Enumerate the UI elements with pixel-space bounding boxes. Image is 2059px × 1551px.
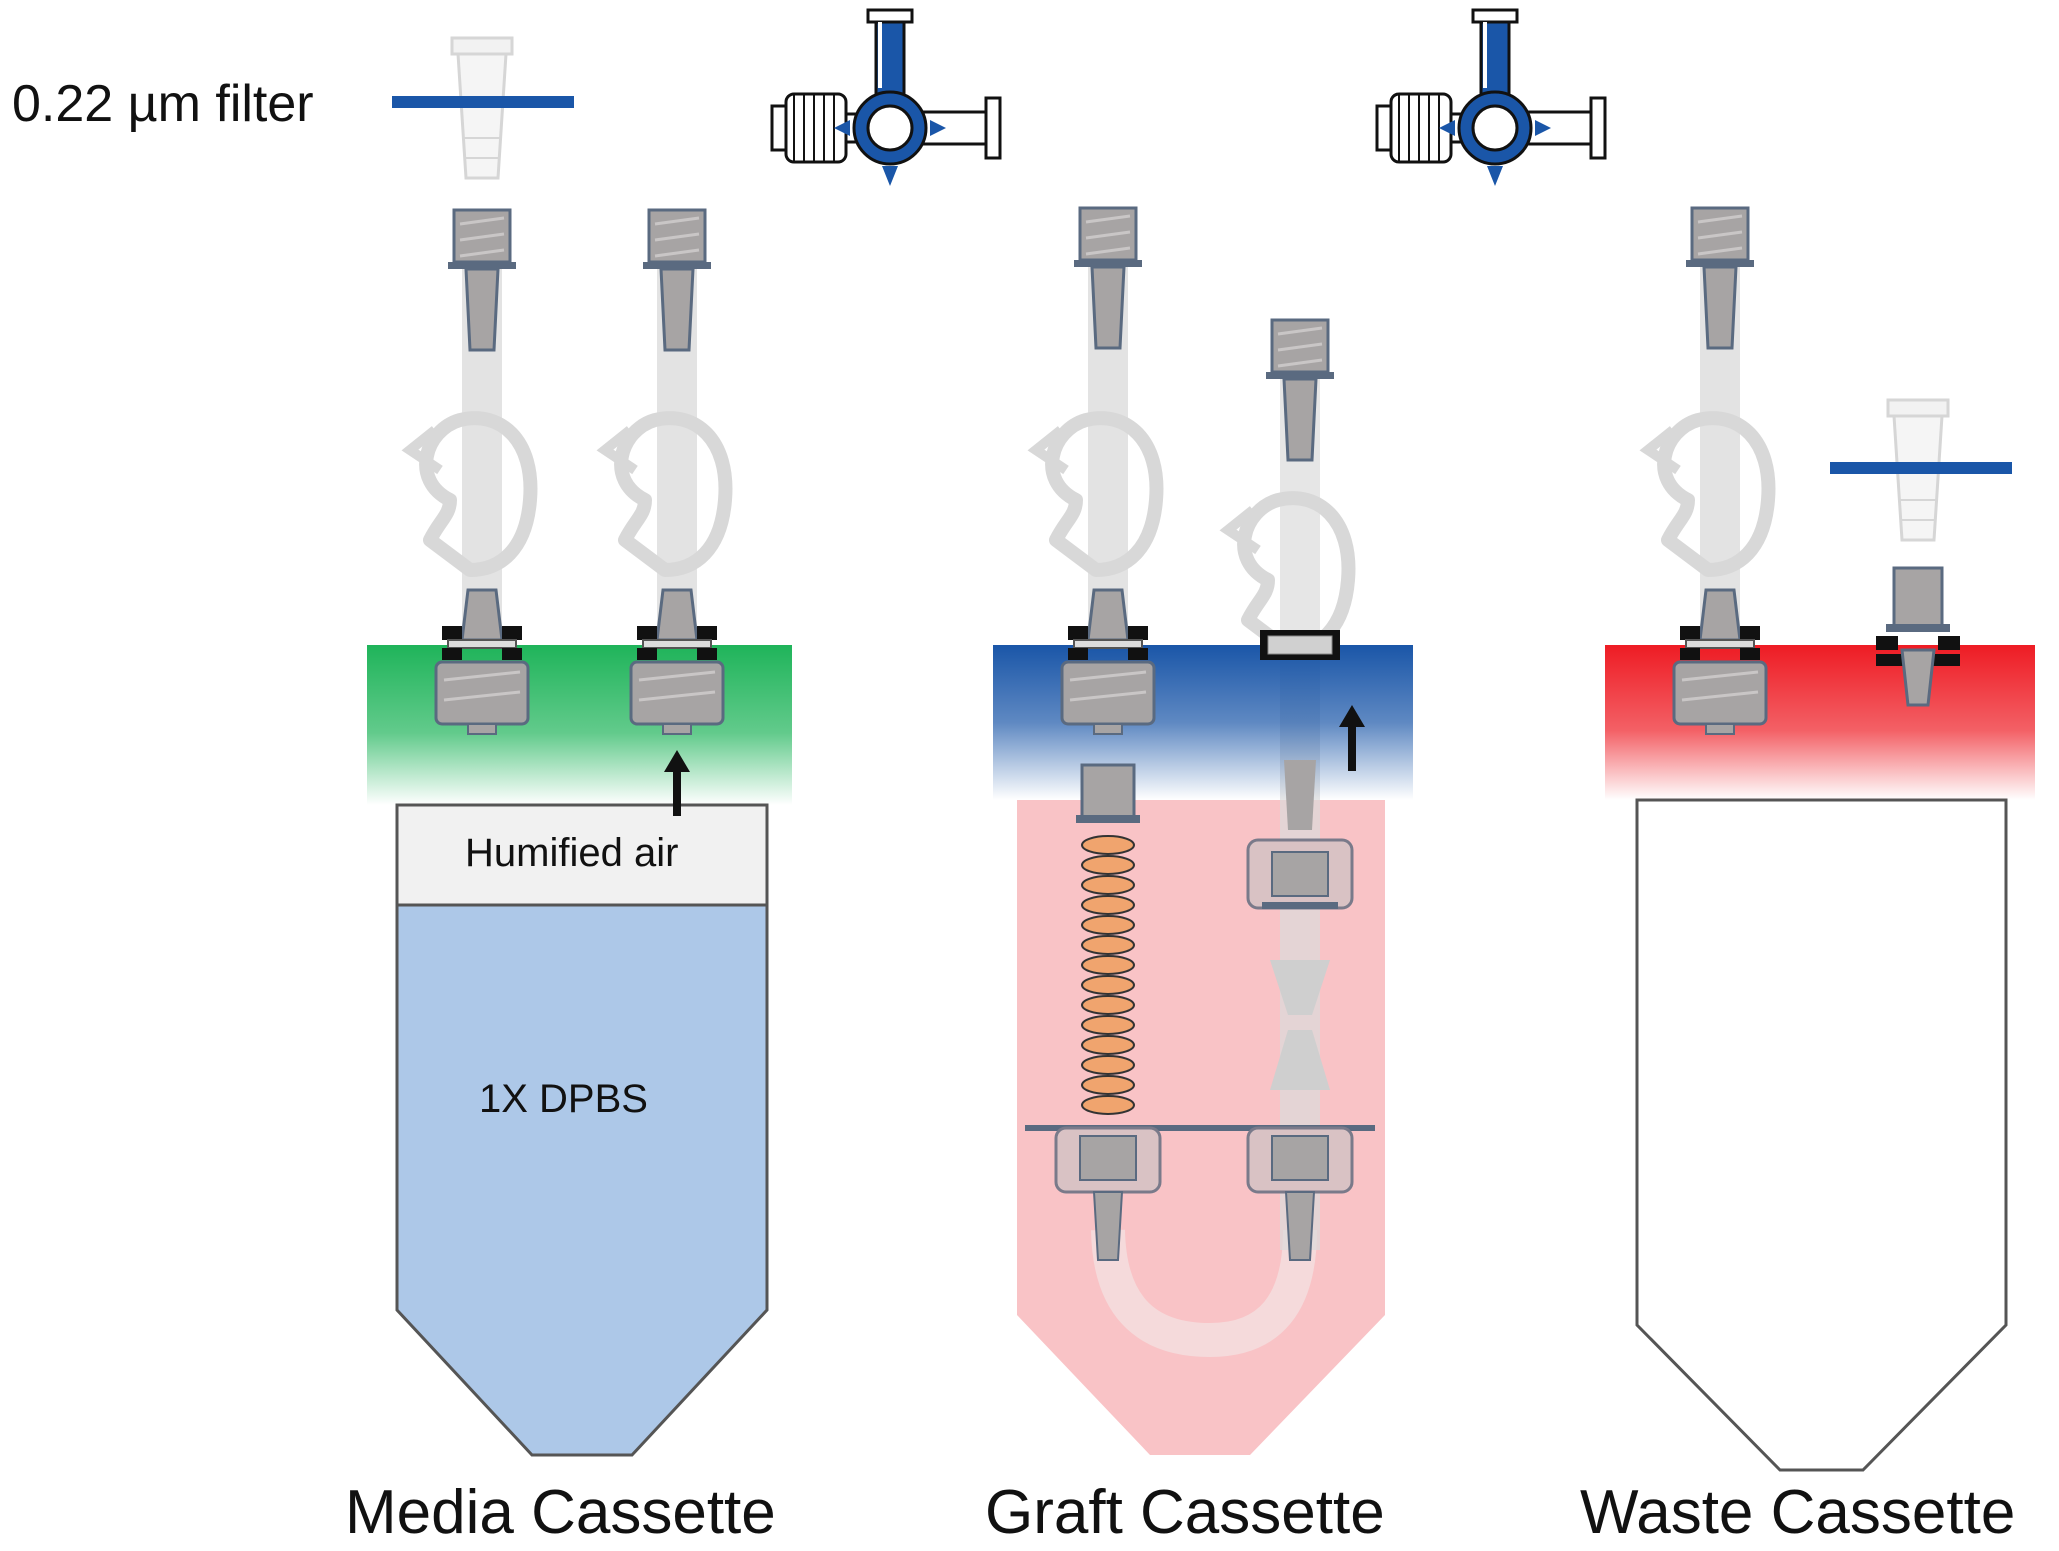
dpbs-label: 1X DPBS bbox=[479, 1077, 648, 1121]
waste-cassette-title: Waste Cassette bbox=[1580, 1478, 2015, 1547]
three-way-stopcock-icon bbox=[1375, 8, 1607, 188]
waste-cassette-body bbox=[1635, 798, 2008, 1472]
waste-cassette bbox=[1605, 206, 2035, 1472]
graft-cassette-title: Graft Cassette bbox=[985, 1478, 1385, 1547]
syringe-filter-icon bbox=[1830, 398, 2012, 542]
media-cassette bbox=[367, 36, 792, 1457]
filter-membrane-line bbox=[392, 96, 574, 108]
waste-cassette-cap bbox=[1605, 645, 2035, 800]
graft-cassette bbox=[993, 206, 1413, 1455]
filter-label: 0.22 µm filter bbox=[12, 75, 314, 133]
three-way-stopcock-icon bbox=[770, 8, 1002, 188]
humidified-air-label: Humified air bbox=[465, 831, 678, 875]
coiled-graft-icon bbox=[1076, 763, 1140, 1115]
media-cassette-cap bbox=[367, 645, 792, 805]
media-cassette-title: Media Cassette bbox=[345, 1478, 776, 1547]
